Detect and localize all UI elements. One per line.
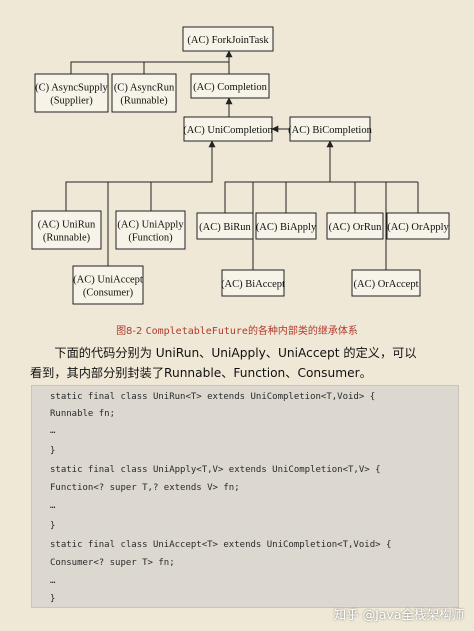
connector-line: [224, 181, 418, 213]
node-label: (AC) UniCompletion: [183, 125, 273, 136]
node-label: (AC) UniRun: [38, 220, 96, 231]
paragraph-line-1: 下面的代码分别为 UniRun、UniApply、UniAccept 的定义，可…: [54, 346, 417, 360]
node-oraccept: (AC) OrAccept: [351, 269, 421, 297]
node-label: (AC) OrAccept: [353, 279, 418, 290]
node-unicompletion: (AC) UniCompletion: [183, 116, 274, 142]
connector-line: [65, 181, 151, 211]
node-orapply: (AC) OrApply: [386, 212, 450, 240]
code-block: static final class UniRun<T> extends Uni…: [31, 385, 459, 608]
node-uniaccept: (AC) UniAccept (Consumer): [72, 265, 144, 305]
node-biaccept: (AC) BiAccept: [221, 269, 285, 297]
paragraph-line-2: 看到，其内部分别封装了Runnable、Function、Consumer。: [30, 366, 372, 380]
node-asyncrun: (C) AsyncRun (Runnable): [111, 73, 177, 113]
caption-prefix: 图8-2: [116, 326, 146, 337]
code-line: static final class UniRun<T> extends Uni…: [50, 392, 376, 402]
figure-caption: 图8-2 CompletableFuture的各种内部类的继承体系: [0, 322, 474, 337]
node-label: (Supplier): [50, 96, 93, 107]
node-birun: (AC) BiRun: [196, 212, 254, 240]
body-paragraph: 下面的代码分别为 UniRun、UniApply、UniAccept 的定义，可…: [30, 343, 460, 383]
node-label: (Runnable): [120, 96, 168, 107]
node-label: (AC) BiRun: [199, 222, 251, 233]
code-line: }: [50, 594, 56, 604]
node-forkjointask: (AC) ForkJoinTask: [182, 26, 274, 52]
watermark: 知乎 @Java全栈架构师: [333, 607, 464, 622]
code-line: …: [50, 576, 56, 586]
node-label: (C) AsyncSupply: [35, 83, 108, 94]
node-completion: (AC) Completion: [190, 73, 270, 99]
node-label: (AC) BiCompletion: [288, 125, 372, 136]
code-line: Function<? super T,? extends V> fn;: [50, 483, 240, 493]
node-label: (AC) BiAccept: [221, 279, 285, 290]
node-label: (AC) OrApply: [387, 222, 449, 233]
inheritance-arrow: [151, 140, 216, 183]
node-unirun: (AC) UniRun (Runnable): [31, 210, 102, 250]
code-line: static final class UniAccept<T> extends …: [50, 540, 392, 550]
inheritance-diagram: (AC) ForkJoinTask (C) AsyncSupply (Supplie…: [31, 26, 450, 305]
node-label: (Consumer): [83, 288, 134, 299]
node-uniapply: (AC) UniApply (Function): [115, 210, 186, 250]
code-line: Runnable fn;: [50, 409, 116, 419]
node-label: (AC) UniApply: [117, 220, 184, 231]
code-line: static final class UniApply<T,V> extends…: [50, 465, 381, 475]
node-label: (C) AsyncRun: [114, 83, 175, 94]
node-label: (Runnable): [43, 233, 91, 244]
node-label: (Function): [128, 233, 173, 244]
node-biapply: (AC) BiApply: [255, 212, 317, 240]
code-line: …: [50, 426, 56, 436]
node-label: (AC) OrRun: [329, 222, 383, 233]
node-label: (AC) Completion: [193, 82, 268, 93]
node-orrun: (AC) OrRun: [326, 212, 384, 240]
code-line: }: [50, 521, 56, 531]
node-label: (AC) BiApply: [256, 222, 317, 233]
code-line: Consumer<? super T> fn;: [50, 558, 175, 568]
connector-line: [70, 61, 229, 74]
node-asyncsupply: (C) AsyncSupply (Supplier): [34, 73, 109, 113]
code-line: }: [50, 446, 56, 456]
node-bicompletion: (AC) BiCompletion: [288, 116, 373, 142]
caption-class-name: CompletableFuture: [145, 326, 248, 337]
node-label: (AC) ForkJoinTask: [187, 35, 269, 46]
code-line: …: [50, 501, 56, 511]
caption-suffix: 的各种内部类的继承体系: [247, 326, 358, 337]
node-label: (AC) UniAccept: [73, 275, 143, 286]
